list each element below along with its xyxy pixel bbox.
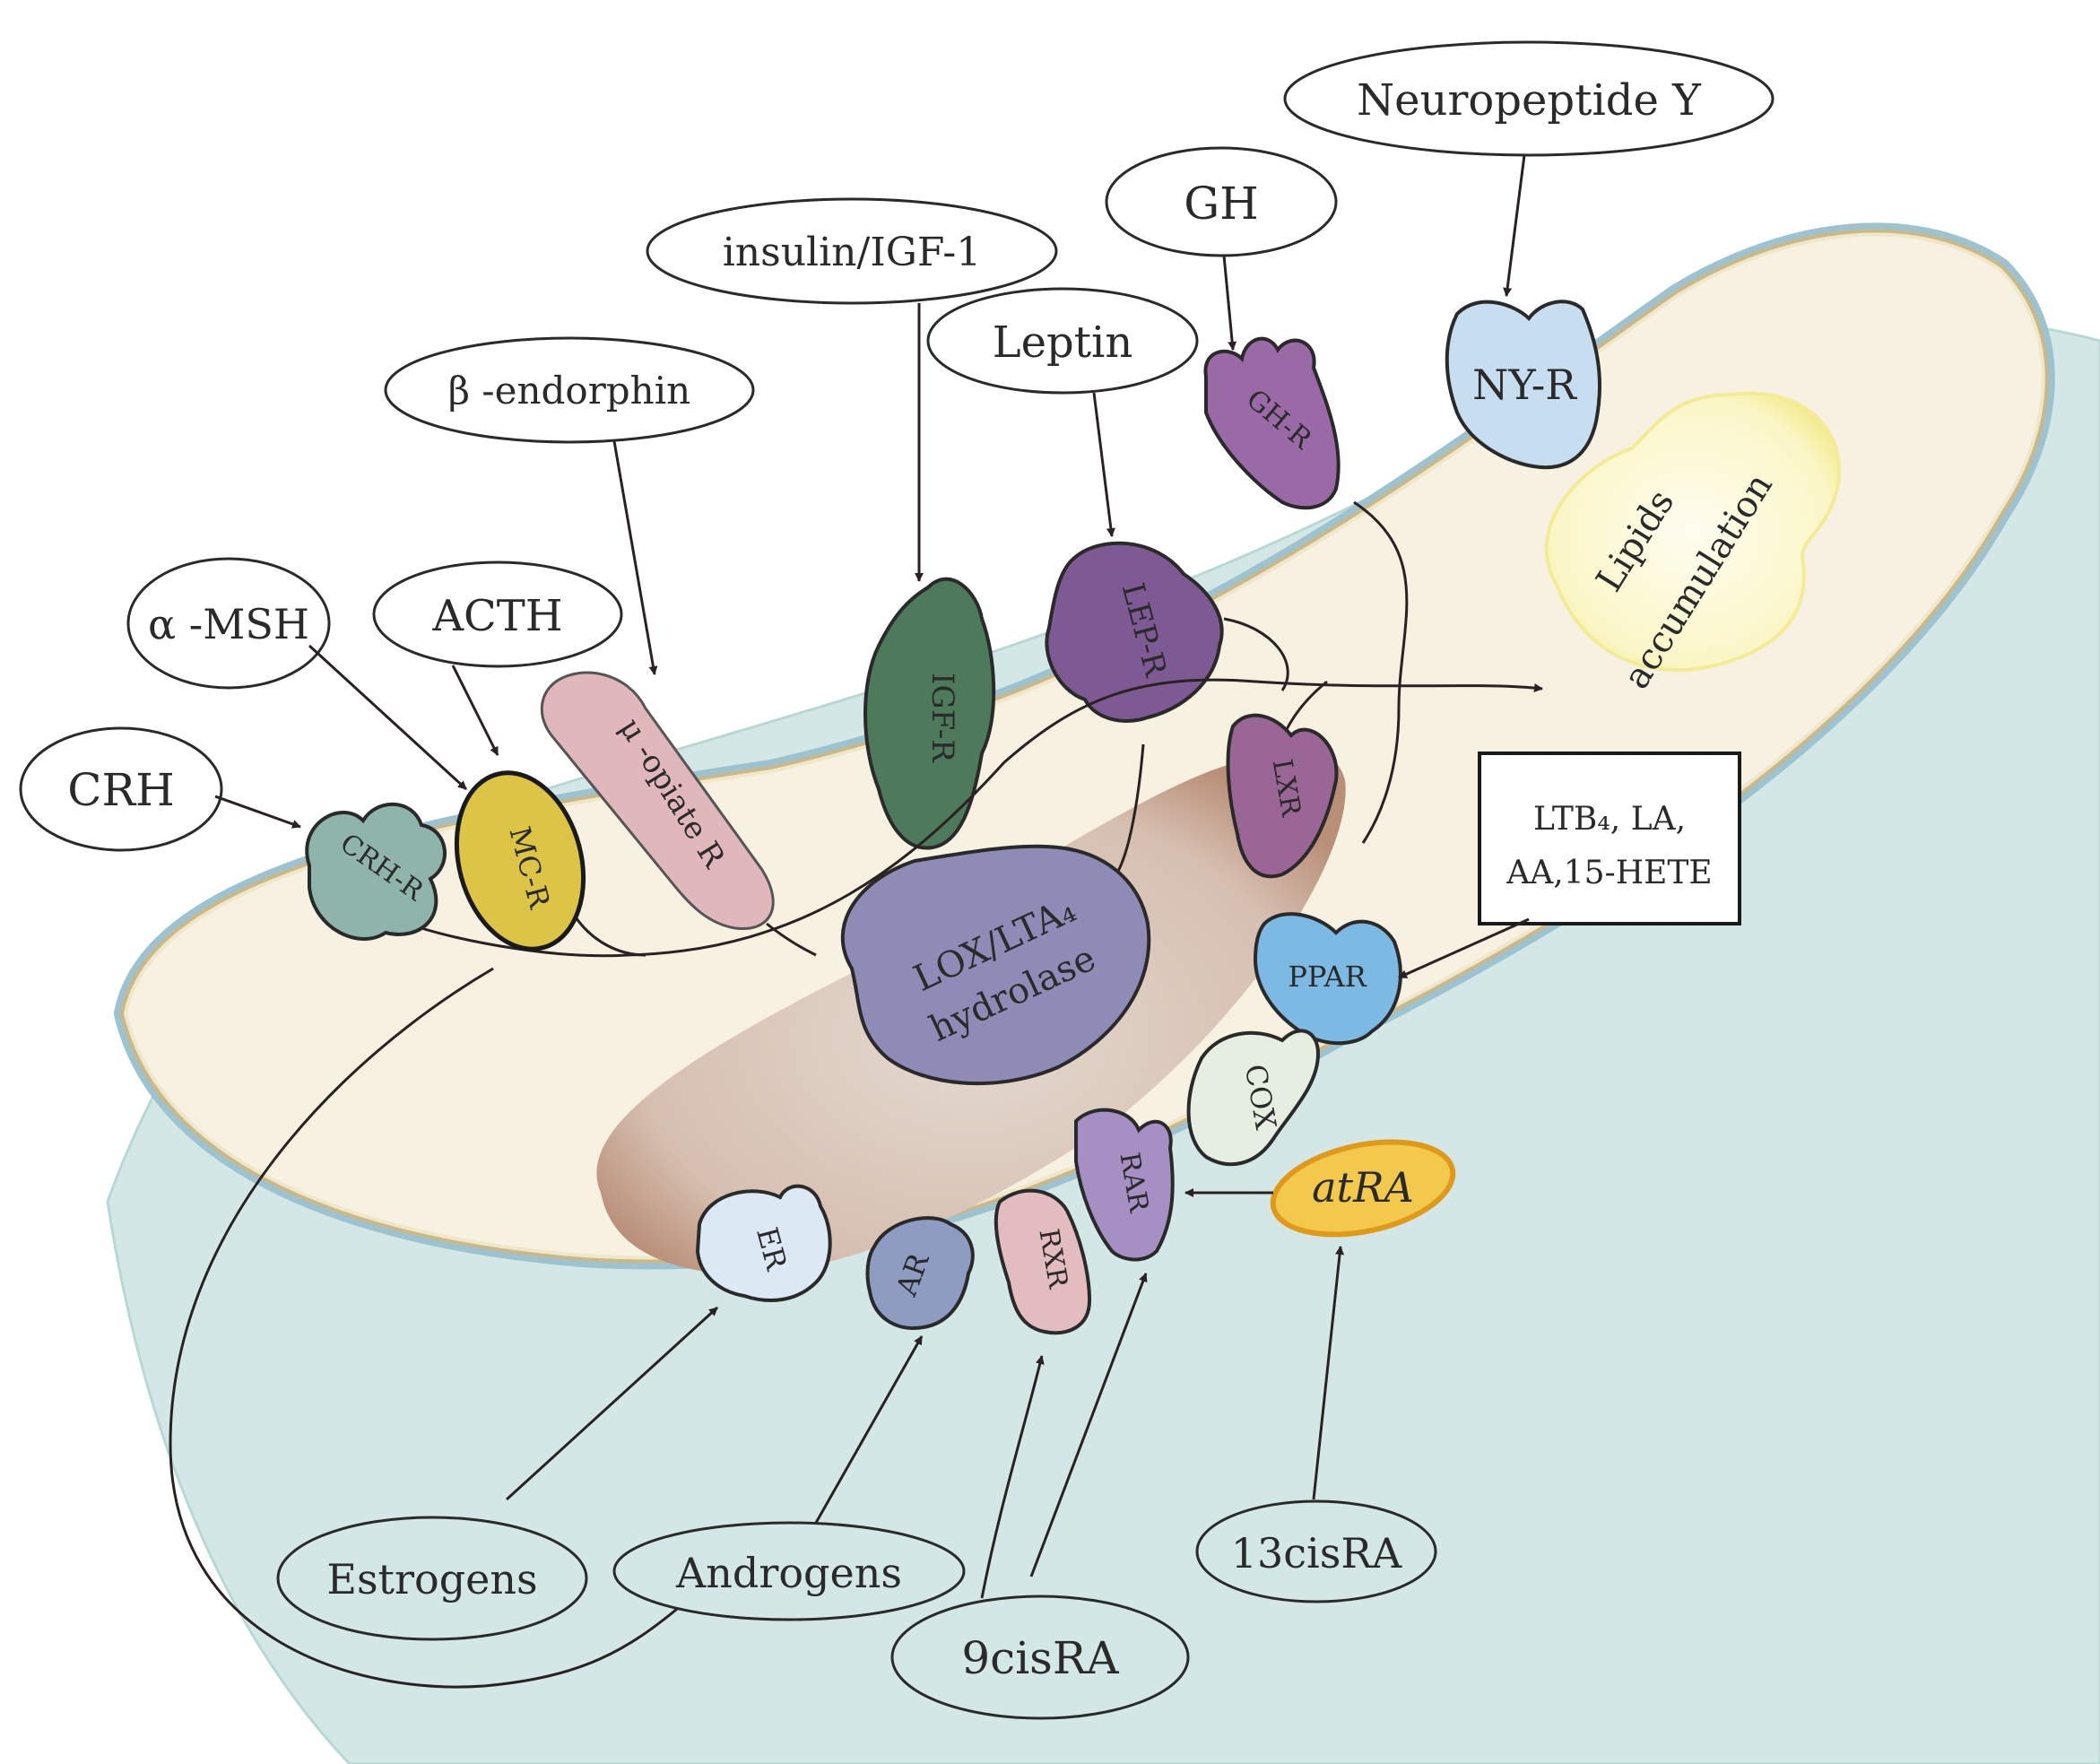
msh-ellipse — [126, 557, 331, 690]
atra-molecule[interactable]: atRA — [1264, 1127, 1462, 1249]
receptor-er[interactable]: ER — [695, 1184, 832, 1302]
ppar-shape — [1253, 912, 1402, 1046]
arrow-ltb4 — [1398, 917, 1530, 979]
arrow-leptin — [1092, 392, 1115, 537]
ligand-gh[interactable]: GH — [1105, 146, 1338, 257]
receptor-ppar[interactable]: PPAR — [1253, 912, 1402, 1046]
ltb4-box: LTB₄, LA, AA,15-HETE — [1478, 752, 1741, 925]
igf-r-shape — [863, 577, 996, 850]
receptor-igf-r[interactable]: IGF-R — [863, 577, 996, 850]
curve-lepr-down — [1115, 743, 1145, 875]
er-shape — [695, 1184, 832, 1302]
atra-label: atRA — [1312, 1163, 1414, 1212]
cis9-ellipse — [890, 1595, 1190, 1720]
ligand-crh[interactable]: CRH — [19, 726, 223, 852]
arrow-androgens — [814, 1335, 924, 1524]
cis13-label: 13cisRA — [1231, 1529, 1402, 1577]
ltb4-box-line2: AA,15-HETE — [1506, 855, 1712, 891]
npy-label: Neuropeptide Y — [1357, 75, 1702, 126]
cis9-label: 9cisRA — [961, 1632, 1119, 1684]
ligand-insulin[interactable]: insulin/IGF-1 — [646, 197, 1058, 305]
insulin-ellipse — [646, 197, 1058, 305]
acth-label: ACTH — [431, 591, 562, 641]
ligand-acth[interactable]: ACTH — [372, 560, 623, 668]
gh-ellipse — [1105, 146, 1338, 257]
receptor-rar[interactable]: RAR — [1074, 1108, 1175, 1262]
ligand-msh[interactable]: α -MSH — [126, 557, 331, 690]
cis13-ellipse — [1195, 1499, 1437, 1603]
enzyme-cox[interactable]: COX — [1186, 1029, 1321, 1167]
ligand-endorphin[interactable]: β -endorphin — [384, 336, 755, 444]
receptor-ar[interactable]: AR — [865, 1216, 975, 1330]
signaling-arrows — [214, 154, 1543, 1599]
ppar-label: PPAR — [1288, 960, 1367, 994]
ny-r-shape — [1445, 300, 1601, 470]
arrow-endorphin — [612, 440, 658, 675]
ligand-androgens[interactable]: Androgens — [612, 1521, 966, 1621]
arrow-9cisra-rar — [1029, 1273, 1148, 1577]
arrow-gh — [1222, 255, 1237, 351]
curve-crhr-bottom — [421, 926, 629, 958]
arrow-lipids — [627, 678, 1543, 957]
receptor-lox-hydrolase[interactable]: LOX/LTA₄ hydrolase — [840, 844, 1151, 1086]
lox-shape — [840, 844, 1151, 1086]
gh-r-shape — [1203, 336, 1341, 510]
rar-shape — [1074, 1108, 1175, 1262]
leptin-label: Leptin — [993, 317, 1133, 368]
arrow-crh — [214, 795, 301, 829]
ligand-9cisra[interactable]: 9cisRA — [890, 1595, 1190, 1720]
crh-label: CRH — [67, 764, 175, 816]
ligand-leptin[interactable]: Leptin — [926, 287, 1199, 395]
crh-ellipse — [19, 726, 223, 852]
receptor-lxr[interactable]: LXR — [1226, 713, 1339, 879]
endorphin-ellipse — [384, 336, 755, 444]
estrogens-ellipse — [276, 1516, 588, 1641]
igf-r-label: IGF-R — [924, 673, 960, 763]
arrow-msh — [308, 644, 468, 791]
ar-shape — [865, 1216, 975, 1330]
curve-lepr — [1223, 617, 1289, 691]
arrow-9cisra-rxr — [980, 1355, 1045, 1599]
ltb4-box-line1: LTB₄, LA, — [1533, 801, 1686, 838]
endorphin-label: β -endorphin — [448, 369, 690, 413]
arrow-13cisra — [1312, 1246, 1345, 1500]
ligand-13cisra[interactable]: 13cisRA — [1195, 1499, 1437, 1603]
androgens-ellipse — [612, 1521, 966, 1621]
lxr-shape — [1226, 713, 1339, 879]
ny-r-label: NY-R — [1472, 361, 1577, 409]
receptor-ny-r[interactable]: NY-R — [1445, 300, 1601, 470]
ligand-npy[interactable]: Neuropeptide Y — [1283, 40, 1775, 157]
atra-shape — [1270, 1139, 1456, 1238]
curve-mcr-long — [169, 967, 682, 1689]
receptor-lep-r[interactable]: LEP-R — [1045, 541, 1224, 723]
receptor-crh-r[interactable]: CRH-R — [305, 802, 447, 941]
mc-r-shape — [454, 770, 586, 952]
lep-r-shape — [1045, 541, 1224, 723]
gh-label: GH — [1184, 178, 1259, 230]
leptin-ellipse — [926, 287, 1199, 395]
receptor-mc-r[interactable]: MC-R — [438, 759, 602, 963]
signaling-curves — [169, 500, 1409, 1689]
acth-ellipse — [372, 560, 623, 668]
ligand-estrogens[interactable]: Estrogens — [276, 1516, 588, 1641]
rxr-shape — [994, 1188, 1092, 1335]
arrow-estrogens — [505, 1306, 719, 1501]
npy-ellipse — [1283, 40, 1775, 157]
receptor-rxr[interactable]: RXR — [994, 1188, 1092, 1335]
estrogens-label: Estrogens — [326, 1555, 537, 1603]
lipids-droplet — [1544, 391, 1842, 673]
curve-ghr — [1353, 500, 1409, 844]
insulin-label: insulin/IGF-1 — [723, 230, 982, 275]
arrow-acth — [451, 665, 499, 756]
msh-label: α -MSH — [148, 600, 309, 648]
receptor-gh-r[interactable]: GH-R — [1203, 336, 1341, 510]
crh-r-shape — [305, 802, 447, 941]
ligands: CRH α -MSH ACTH β -endorphin insulin/IGF… — [19, 40, 1775, 1720]
ltb4-box-frame — [1478, 752, 1741, 925]
androgens-label: Androgens — [675, 1549, 902, 1597]
cox-shape — [1186, 1029, 1321, 1167]
arrow-npy — [1503, 154, 1526, 297]
opiate-r-shape — [540, 671, 775, 931]
